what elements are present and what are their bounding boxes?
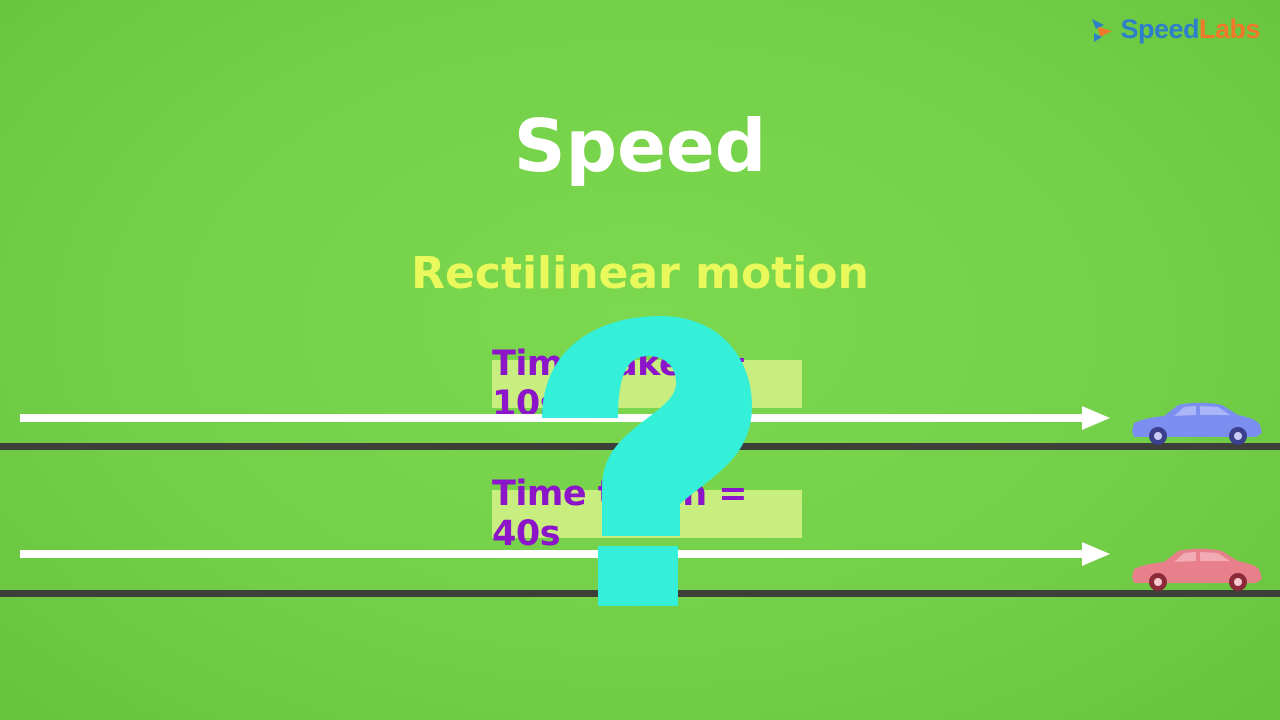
question-mark-icon (542, 316, 752, 606)
brand-name-accent: Labs (1198, 14, 1261, 44)
brand-name: SpeedLabs (1120, 14, 1260, 45)
slide-subtitle: Rectilinear motion (411, 248, 869, 299)
motion-arrow-2 (20, 542, 1110, 566)
car-icon (1132, 402, 1262, 445)
brand-name-main: Speed (1120, 14, 1199, 44)
car-icon (1132, 548, 1262, 591)
slide-title: Speed (513, 104, 767, 188)
brand-logo: SpeedLabs (1090, 14, 1261, 45)
speedlabs-logo-icon (1092, 18, 1113, 42)
